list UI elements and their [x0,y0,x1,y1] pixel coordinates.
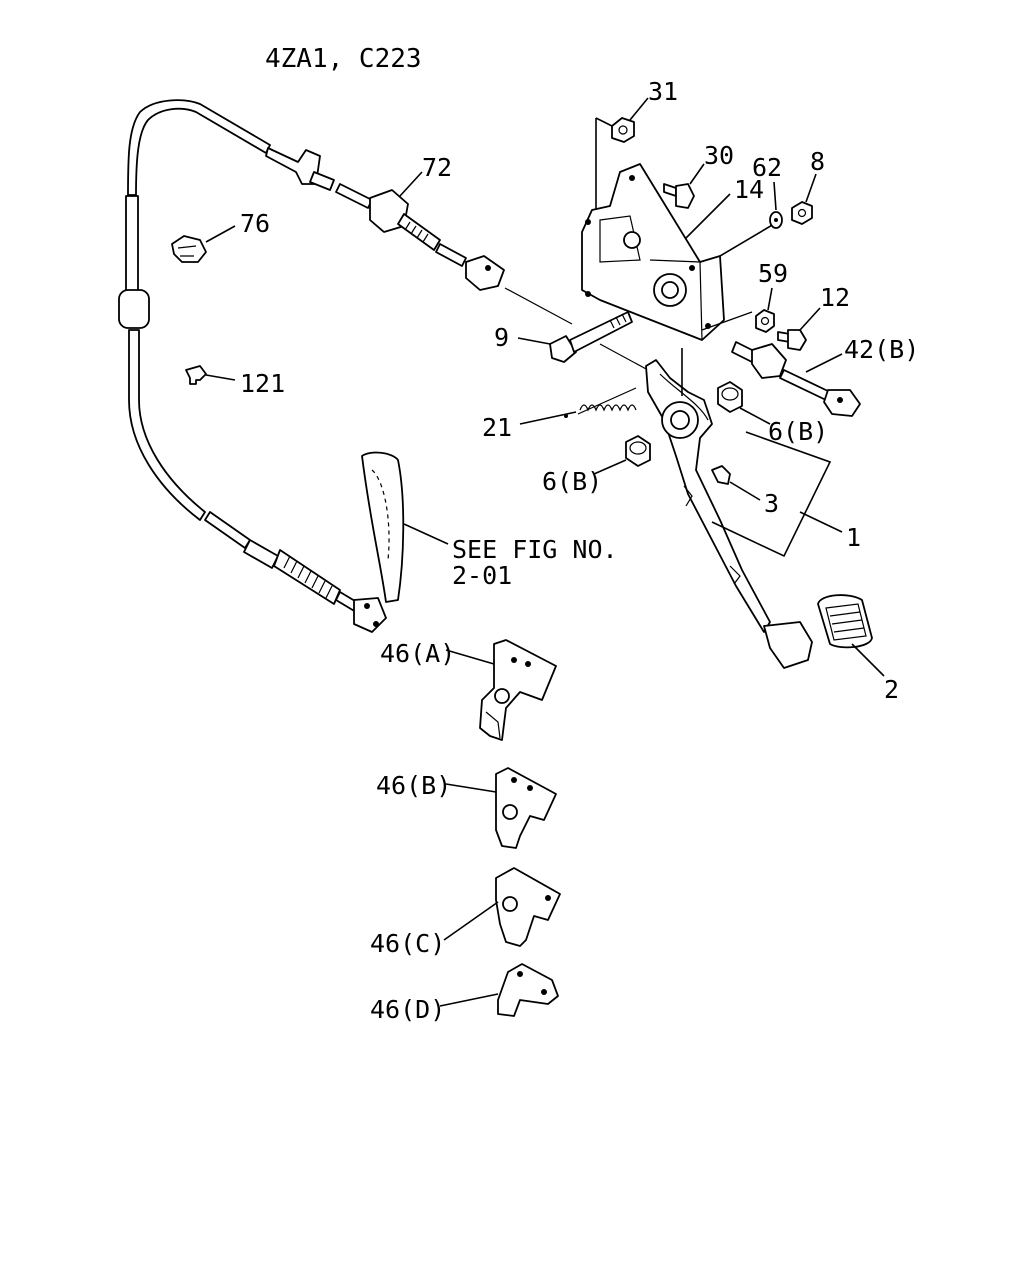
clutch-pedal-arm-1 [645,348,771,633]
clip-121 [185,365,236,385]
return-spring-21 [519,387,637,425]
leader-3 [729,481,761,501]
see-fig-line1: SEE FIG NO. [452,535,618,564]
clutch-switch-42b [701,311,861,417]
clutch-cable [118,99,573,633]
see-fig-pedal-reference [361,451,449,603]
clip-76 [171,225,236,263]
label-6b-right: 6(B) [768,417,828,446]
bolt-12 [777,307,821,351]
bushing-6b-left [593,435,651,475]
label-42b: 42(B) [844,335,919,364]
label-3: 3 [764,489,779,518]
bracket-46b [445,767,557,849]
label-14: 14 [734,175,764,204]
bracket-46d [439,963,559,1017]
label-2: 2 [884,675,899,704]
nut-8 [791,173,817,225]
label-121: 121 [240,369,285,398]
label-46b: 46(B) [376,771,451,800]
pedal-bracket-14 [581,118,775,341]
nut-31 [595,97,649,143]
diagram-title: 4ZA1, C223 [265,44,422,74]
label-59: 59 [758,259,788,288]
bolt-30 [663,163,705,209]
label-1: 1 [846,523,861,552]
label-62: 62 [752,153,782,182]
label-46d: 46(D) [370,995,445,1024]
label-8: 8 [810,147,825,176]
label-12: 12 [820,283,850,312]
label-46a: 46(A) [380,639,455,668]
pivot-bolt-9 [517,311,649,371]
label-76: 76 [240,209,270,238]
nut-59 [755,287,775,333]
bracket-46a [445,639,557,741]
see-fig-line2: 2-01 [452,561,512,590]
label-30: 30 [704,141,734,170]
label-46c: 46(C) [370,929,445,958]
leader-1 [711,431,843,558]
label-6b-left: 6(B) [542,467,602,496]
label-9: 9 [494,323,509,352]
label-21: 21 [482,413,512,442]
pedal-pad-2 [817,594,885,677]
label-72: 72 [422,153,452,182]
label-31: 31 [648,77,678,106]
bushing-6b-right [717,381,771,425]
bracket-46c [443,867,561,947]
pedal-pad-mount [763,621,813,669]
leader-72 [399,171,423,197]
washer-62 [769,181,783,229]
